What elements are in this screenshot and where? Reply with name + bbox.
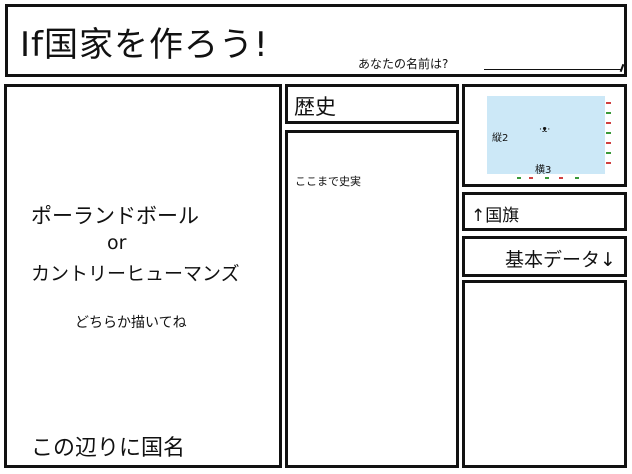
- flag-height-label: 縦2: [492, 133, 509, 144]
- flag-label-box: ↑国旗: [462, 192, 627, 231]
- character-drawing-panel[interactable]: ポーランドボール or カントリーヒューマンズ どちらか描いてね この辺りに国名: [4, 84, 282, 468]
- history-panel[interactable]: ここまで史実: [285, 130, 459, 468]
- title-box: If国家を作ろう! あなたの名前は?: [5, 4, 627, 77]
- or-label: or: [107, 232, 127, 254]
- ruler-tick: [545, 177, 549, 179]
- basic-data-panel[interactable]: [462, 280, 627, 468]
- basic-data-label: 基本データ↓: [505, 249, 616, 271]
- ruler-tick: [575, 177, 579, 179]
- ruler-tick: [606, 142, 611, 144]
- flag-panel: 縦2 ·ᴥ· 横3: [462, 84, 627, 187]
- ruler-tick: [606, 162, 611, 164]
- name-line-tick: [619, 63, 625, 73]
- ruler-tick: [517, 177, 521, 179]
- ruler-tick: [559, 177, 563, 179]
- flag-section-label: ↑国旗: [471, 206, 520, 226]
- countryhumans-label: カントリーヒューマンズ: [31, 263, 240, 285]
- ruler-tick: [606, 102, 611, 104]
- country-name-hint: この辺りに国名: [31, 436, 186, 461]
- ruler-tick: [606, 112, 611, 114]
- history-note: ここまで史実: [295, 175, 361, 188]
- ruler-tick: [606, 152, 611, 154]
- flag-width-label: 横3: [535, 165, 552, 176]
- name-input-line[interactable]: [484, 69, 622, 70]
- draw-either-hint: どちらか描いてね: [75, 315, 187, 331]
- flag-canvas[interactable]: 縦2 ·ᴥ· 横3: [487, 96, 611, 179]
- ruler-tick: [606, 122, 611, 124]
- page-title: If国家を作ろう!: [20, 25, 269, 65]
- history-title: 歴史: [294, 95, 336, 119]
- name-prompt-label: あなたの名前は?: [358, 57, 449, 71]
- mascot-icon: ·ᴥ·: [539, 125, 551, 135]
- history-header: 歴史: [285, 84, 459, 124]
- ruler-tick: [529, 177, 533, 179]
- ruler-tick: [606, 132, 611, 134]
- basic-data-header: 基本データ↓: [462, 236, 627, 277]
- polandball-label: ポーランドボール: [31, 204, 199, 228]
